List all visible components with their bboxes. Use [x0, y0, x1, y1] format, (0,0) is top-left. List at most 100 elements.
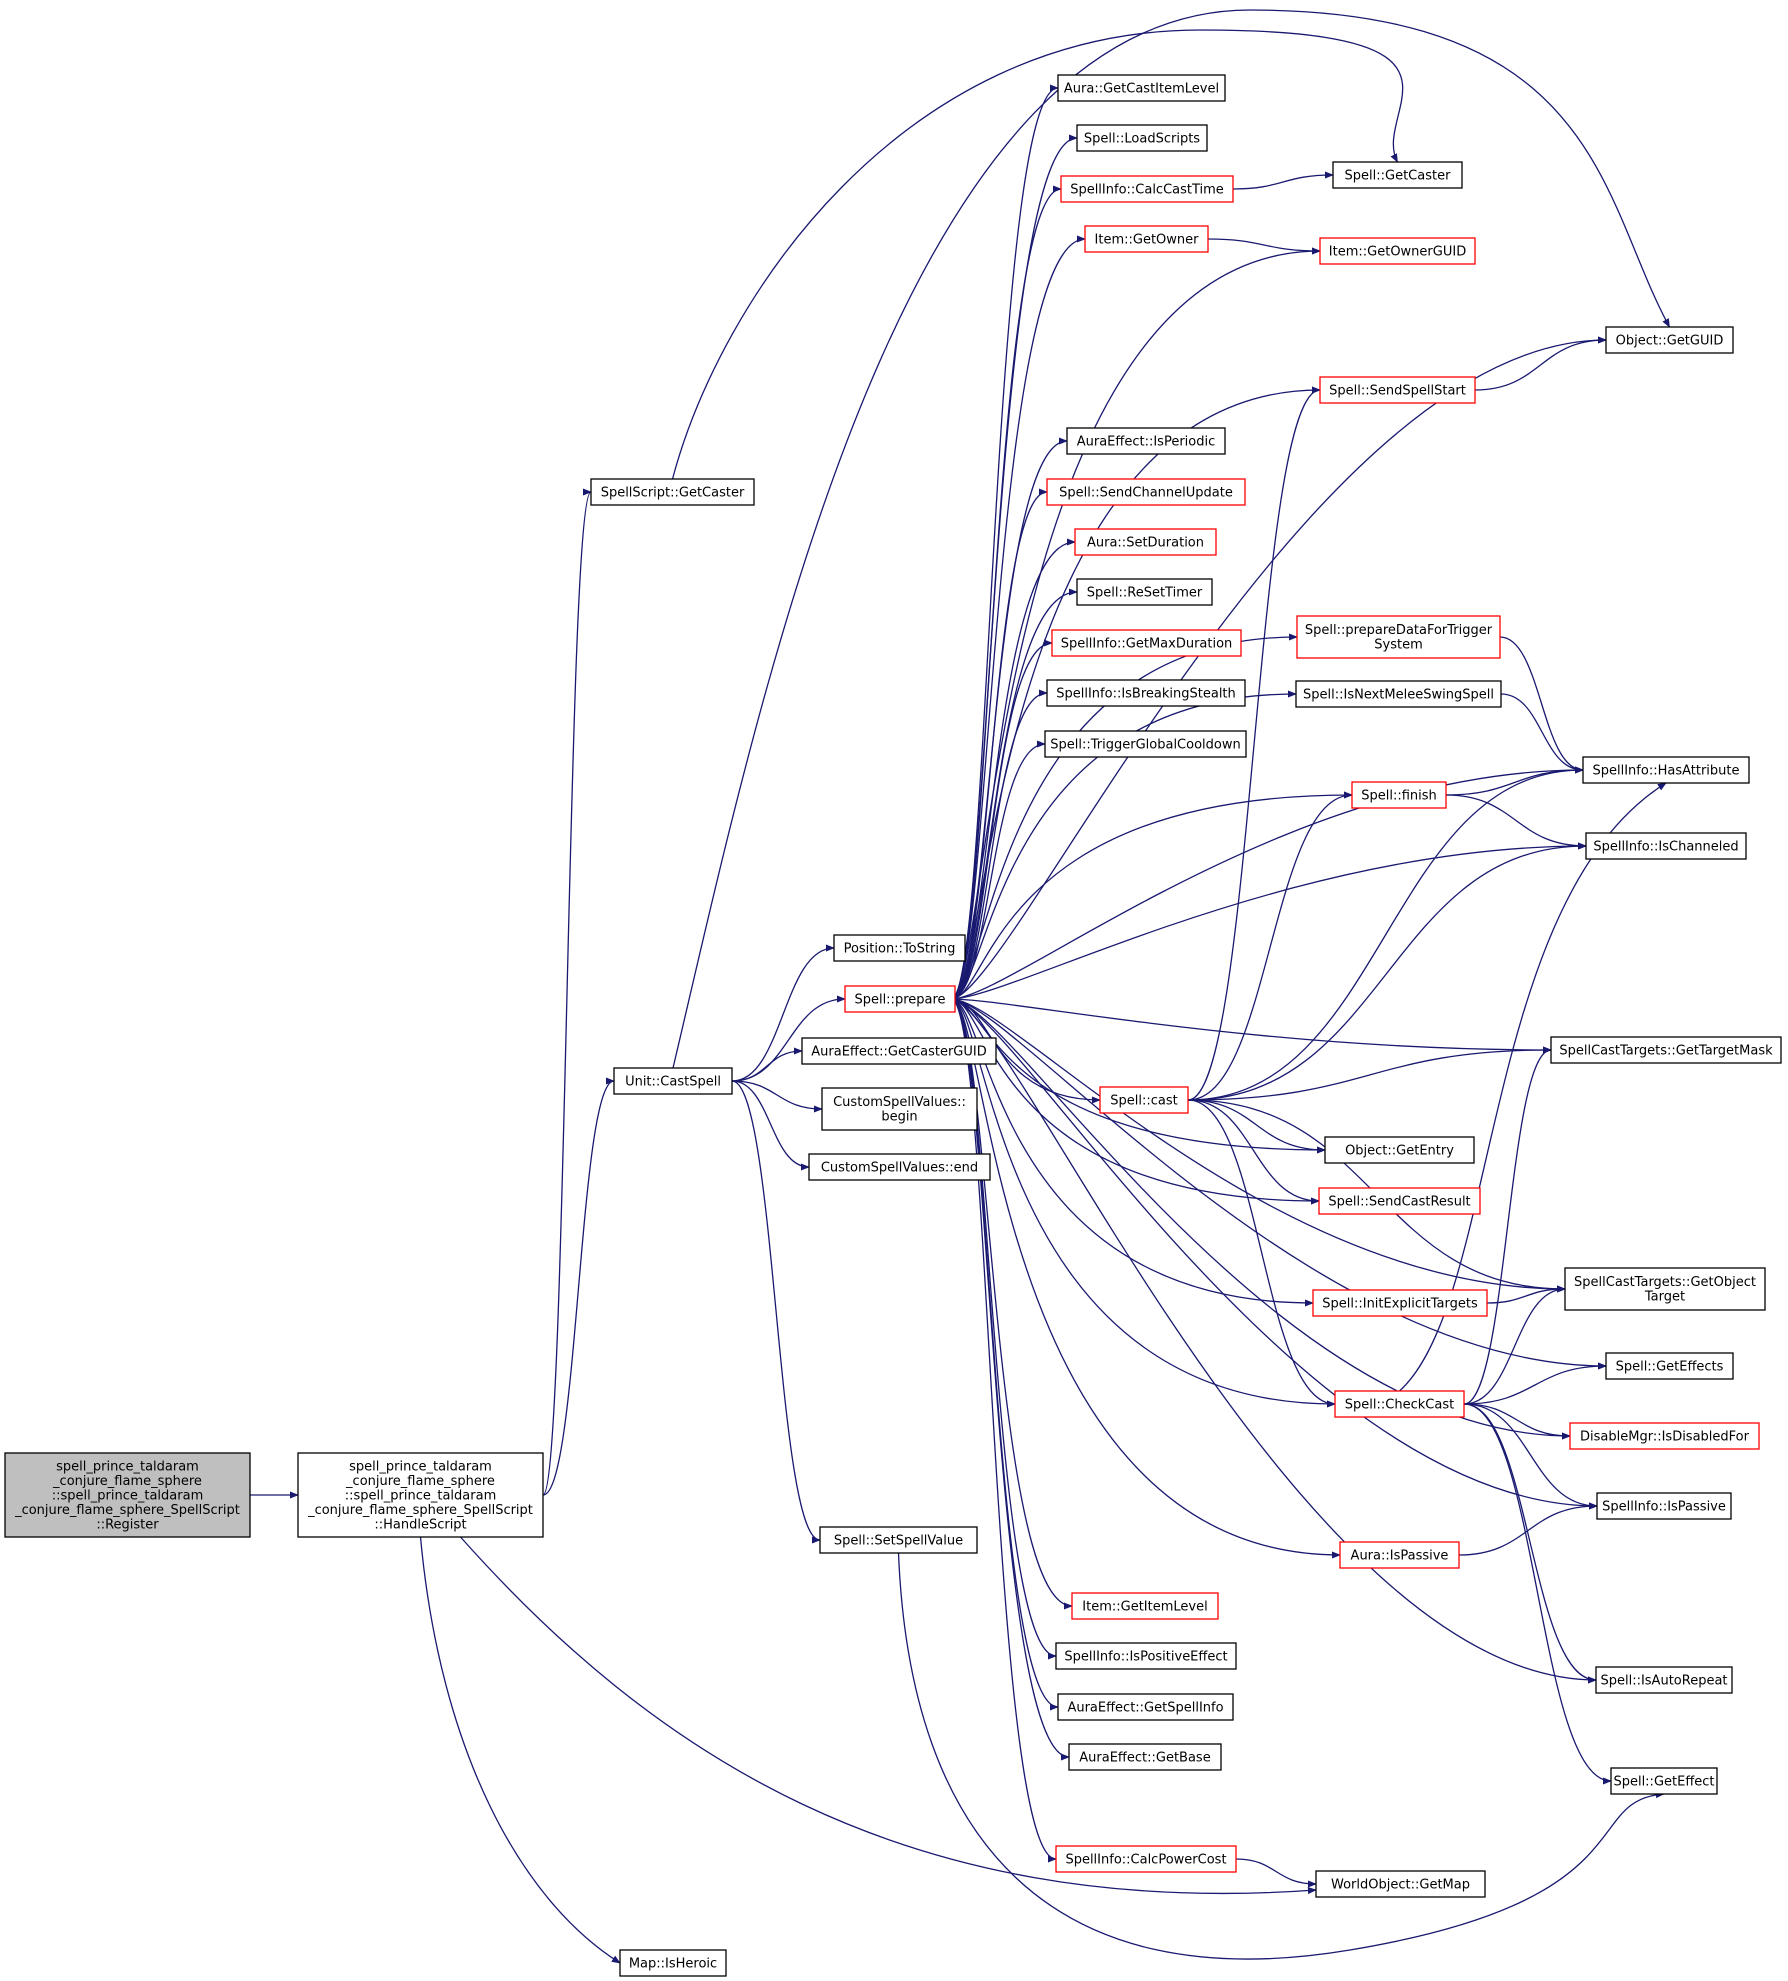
node-geteffects[interactable]: Spell::GetEffects: [1605, 1352, 1734, 1380]
node-item-getowner[interactable]: Item::GetOwner: [1084, 225, 1209, 253]
edge-checkcast-to-geteffects: [1463, 1362, 1607, 1405]
edge: [1458, 1502, 1598, 1556]
node-isperiodic[interactable]: AuraEffect::IsPeriodic: [1066, 427, 1226, 455]
edge: [542, 1077, 615, 1496]
node-spell-getcaster[interactable]: Spell::GetCaster: [1332, 161, 1463, 189]
node-label-line: Spell::GetEffect: [1613, 1774, 1714, 1789]
node-getmaxduration[interactable]: SpellInfo::GetMaxDuration: [1051, 629, 1242, 657]
edge-handle-to-isheroic: [419, 1536, 621, 1964]
node-label-line: Spell::IsNextMeleeSwingSpell: [1303, 687, 1494, 702]
edge: [419, 1536, 621, 1964]
edge-castspell-to-csv_begin: [731, 1080, 823, 1113]
node-label-line: SpellScript::GetCaster: [601, 485, 745, 500]
node-aura-ispassive[interactable]: Aura::IsPassive: [1339, 1541, 1460, 1569]
node-sendcastresult[interactable]: Spell::SendCastResult: [1318, 1187, 1481, 1215]
edge: [950, 690, 1297, 1000]
edge-prepare-to-ischanneled: [950, 842, 1587, 1000]
node-setspellvalue[interactable]: Spell::SetSpellValue: [819, 1526, 978, 1554]
node-ispositiveeffect[interactable]: SpellInfo::IsPositiveEffect: [1055, 1642, 1237, 1670]
node-label-line: CustomSpellValues::end: [821, 1160, 978, 1175]
node-ae-getbase[interactable]: AuraEffect::GetBase: [1068, 1743, 1222, 1771]
node-label-line: SpellInfo::HasAttribute: [1592, 763, 1739, 778]
edge-prepare-to-preparedatafortrigger: [950, 633, 1298, 1000]
node-box: [1319, 237, 1476, 265]
node-box: [613, 1067, 733, 1095]
node-checkcast[interactable]: Spell::CheckCast: [1334, 1390, 1465, 1418]
node-label-line: Position::ToString: [844, 941, 956, 956]
node-initexplicittargets[interactable]: Spell::InitExplicitTargets: [1312, 1289, 1488, 1317]
node-gettargetmask[interactable]: SpellCastTargets::GetTargetMask: [1550, 1036, 1782, 1064]
node-box: [1099, 1086, 1189, 1114]
node-ae-getcasterguid[interactable]: AuraEffect::GetCasterGUID: [801, 1037, 997, 1065]
node-sendspellstart[interactable]: Spell::SendSpellStart: [1319, 376, 1476, 404]
node-castspell[interactable]: Unit::CastSpell: [613, 1067, 733, 1095]
node-box: [1044, 730, 1247, 758]
edge: [1232, 171, 1334, 190]
edge-prepare-to-geteffects: [950, 998, 1607, 1370]
node-isautorepeat[interactable]: Spell::IsAutoRepeat: [1595, 1666, 1733, 1694]
node-tostring[interactable]: Position::ToString: [833, 934, 966, 962]
node-getitemlevel[interactable]: Item::GetItemLevel: [1071, 1592, 1219, 1620]
node-ischanneled[interactable]: SpellInfo::IsChanneled: [1585, 832, 1747, 860]
node-isdisabledfor[interactable]: DisableMgr::IsDisabledFor: [1569, 1422, 1760, 1450]
node-resettimer[interactable]: Spell::ReSetTimer: [1076, 578, 1213, 606]
node-setduration[interactable]: Aura::SetDuration: [1074, 528, 1217, 556]
node-ae-getspellinfo[interactable]: AuraEffect::GetSpellInfo: [1057, 1693, 1234, 1721]
node-box: [1351, 781, 1447, 809]
node-box: [821, 1087, 978, 1131]
edge: [1207, 238, 1321, 255]
node-box: [1319, 376, 1476, 404]
edge: [950, 998, 1073, 1610]
node-finish[interactable]: Spell::finish: [1351, 781, 1447, 809]
node-hasattribute[interactable]: SpellInfo::HasAttribute: [1582, 756, 1750, 784]
node-aura-getcastitemlevel[interactable]: Aura::GetCastItemLevel: [1057, 74, 1226, 102]
node-label-line: Spell::CheckCast: [1345, 1397, 1454, 1412]
node-csv-end[interactable]: CustomSpellValues::end: [808, 1153, 991, 1181]
node-box: [833, 934, 966, 962]
node-getentry[interactable]: Object::GetEntry: [1324, 1136, 1475, 1164]
node-si-ispassive[interactable]: SpellInfo::IsPassive: [1596, 1492, 1732, 1520]
node-label-line: _conjure_flame_sphere: [345, 1474, 495, 1489]
node-label-line: Spell::prepare: [854, 992, 945, 1007]
node-isheroic[interactable]: Map::IsHeroic: [619, 1949, 727, 1977]
edge-checkcast-to-isdisabledfor: [1463, 1403, 1571, 1440]
node-isbreakingstealth[interactable]: SpellInfo::IsBreakingStealth: [1046, 679, 1246, 707]
node-cast[interactable]: Spell::cast: [1099, 1086, 1189, 1114]
node-isnextmeleeswing[interactable]: Spell::IsNextMeleeSwingSpell: [1295, 680, 1502, 708]
node-handle[interactable]: spell_prince_taldaram_conjure_flame_sphe…: [297, 1452, 544, 1538]
node-sendchannelupdate[interactable]: Spell::SendChannelUpdate: [1046, 478, 1246, 506]
node-box: [808, 1153, 991, 1181]
node-loadscripts[interactable]: Spell::LoadScripts: [1076, 124, 1208, 152]
edge-calccasttime-to-spell_getcaster: [1232, 171, 1334, 190]
node-label-line: Spell::finish: [1361, 788, 1437, 803]
edge-handle-to-ss_getcaster: [542, 488, 592, 1496]
node-box: [1074, 528, 1217, 556]
edge: [672, 9, 1671, 1069]
node-calccasttime[interactable]: SpellInfo::CalcCastTime: [1060, 175, 1234, 203]
node-box: [1315, 1870, 1486, 1898]
node-label-line: Spell::InitExplicitTargets: [1322, 1296, 1478, 1311]
node-box: [1066, 427, 1226, 455]
edge: [897, 1552, 1665, 1960]
node-csv-begin[interactable]: CustomSpellValues::begin: [821, 1087, 978, 1131]
edge: [950, 998, 1607, 1370]
edge-checkcast-to-si_ispassive: [1463, 1403, 1598, 1510]
node-prepare[interactable]: Spell::prepare: [844, 985, 956, 1013]
node-wo-getmap[interactable]: WorldObject::GetMap: [1315, 1870, 1486, 1898]
edge: [950, 998, 1552, 1054]
node-calcpowercost[interactable]: SpellInfo::CalcPowerCost: [1055, 1845, 1237, 1873]
node-box: [1076, 124, 1208, 152]
edge-prepare-to-getobjecttarget: [950, 998, 1566, 1293]
node-getguid[interactable]: Object::GetGUID: [1605, 326, 1734, 354]
node-getownerguid[interactable]: Item::GetOwnerGUID: [1319, 237, 1476, 265]
edge: [950, 998, 1320, 1205]
node-label-line: _conjure_flame_sphere_SpellScript: [14, 1503, 240, 1518]
edge: [950, 791, 1353, 1000]
node-ss-getcaster[interactable]: SpellScript::GetCaster: [590, 478, 755, 506]
edge-item_getowner-to-getownerguid: [1207, 238, 1321, 255]
node-triggerglobalcooldown[interactable]: Spell::TriggerGlobalCooldown: [1044, 730, 1247, 758]
node-geteffect[interactable]: Spell::GetEffect: [1610, 1767, 1718, 1795]
node-box: [1605, 1352, 1734, 1380]
